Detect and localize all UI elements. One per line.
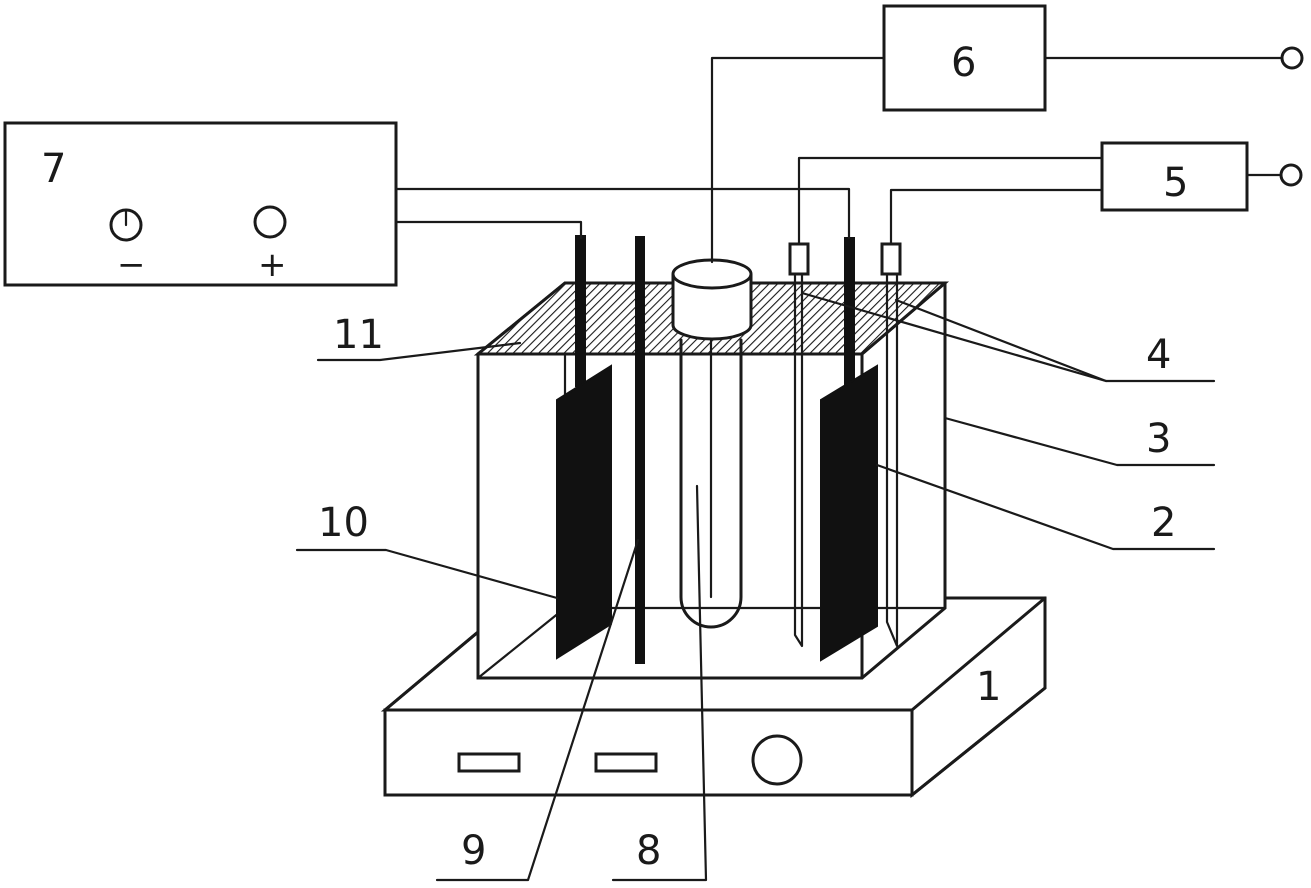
probe-right	[880, 242, 902, 648]
test-tube	[671, 258, 753, 629]
output-terminal-6	[1280, 46, 1304, 70]
cathode-plate	[820, 237, 878, 662]
output-terminal-5	[1279, 163, 1303, 187]
stirrer-knob	[751, 734, 803, 786]
instrument-box-5	[1100, 141, 1249, 212]
label-7: 7	[41, 146, 66, 192]
power-supply: − +	[3, 121, 398, 287]
label-9: 9	[461, 828, 486, 874]
leader-lines	[295, 291, 1216, 882]
positive-terminal	[253, 205, 287, 239]
stirrer-display-slot-1	[457, 752, 521, 773]
label-6: 6	[951, 40, 976, 86]
label-8: 8	[636, 828, 661, 874]
instrument-box-6	[882, 4, 1047, 112]
label-3: 3	[1146, 416, 1171, 462]
rod-electrode	[635, 236, 645, 664]
label-2: 2	[1151, 500, 1176, 546]
negative-sign: −	[117, 245, 146, 285]
label-5: 5	[1163, 160, 1188, 206]
label-10: 10	[318, 500, 369, 546]
positive-sign: +	[258, 245, 287, 285]
stirrer-display-slot-2	[594, 752, 658, 773]
label-1: 1	[976, 664, 1001, 710]
label-4: 4	[1146, 332, 1171, 378]
label-11: 11	[333, 312, 384, 358]
